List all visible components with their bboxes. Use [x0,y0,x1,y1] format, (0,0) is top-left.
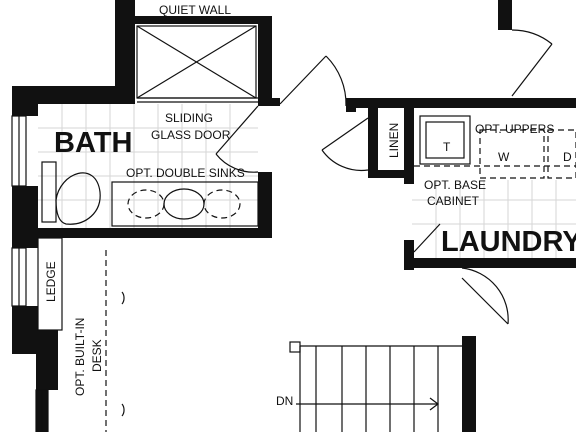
doors [215,29,553,325]
double-sinks-label: OPT. DOUBLE SINKS [126,166,245,180]
windows [11,115,49,432]
appliance-t-label: T [443,140,451,154]
laundry-room-label: LAUNDRY [441,226,576,258]
shower [136,25,258,103]
walls [12,0,576,432]
quiet-wall-label: QUIET WALL [159,3,231,17]
toilet [41,161,101,225]
opt-base-label: OPT. BASE [424,178,486,192]
sliding-door-label-line2: GLASS DOOR [151,128,231,142]
desk-label-line2: DESK [90,339,104,372]
stairs-down-label: DN [276,394,293,408]
laundry-appliances [414,115,576,179]
sliding-door-label-line1: SLIDING [165,111,213,125]
stairs [289,341,462,432]
bath-floor-tiles [38,104,258,230]
cabinet-label: CABINET [427,194,480,208]
ledge-desk [37,237,125,432]
linen-label: LINEN [387,123,401,158]
ledge-label: LEDGE [44,261,58,302]
opt-uppers-label: OPT. UPPERS [475,122,554,136]
appliance-w-label: W [498,150,510,164]
desk-label-line1: OPT. BUILT-IN [73,318,87,396]
double-sink-vanity [111,181,259,227]
appliance-d-label: D [563,150,572,164]
bath-room-label: BATH [54,127,132,159]
